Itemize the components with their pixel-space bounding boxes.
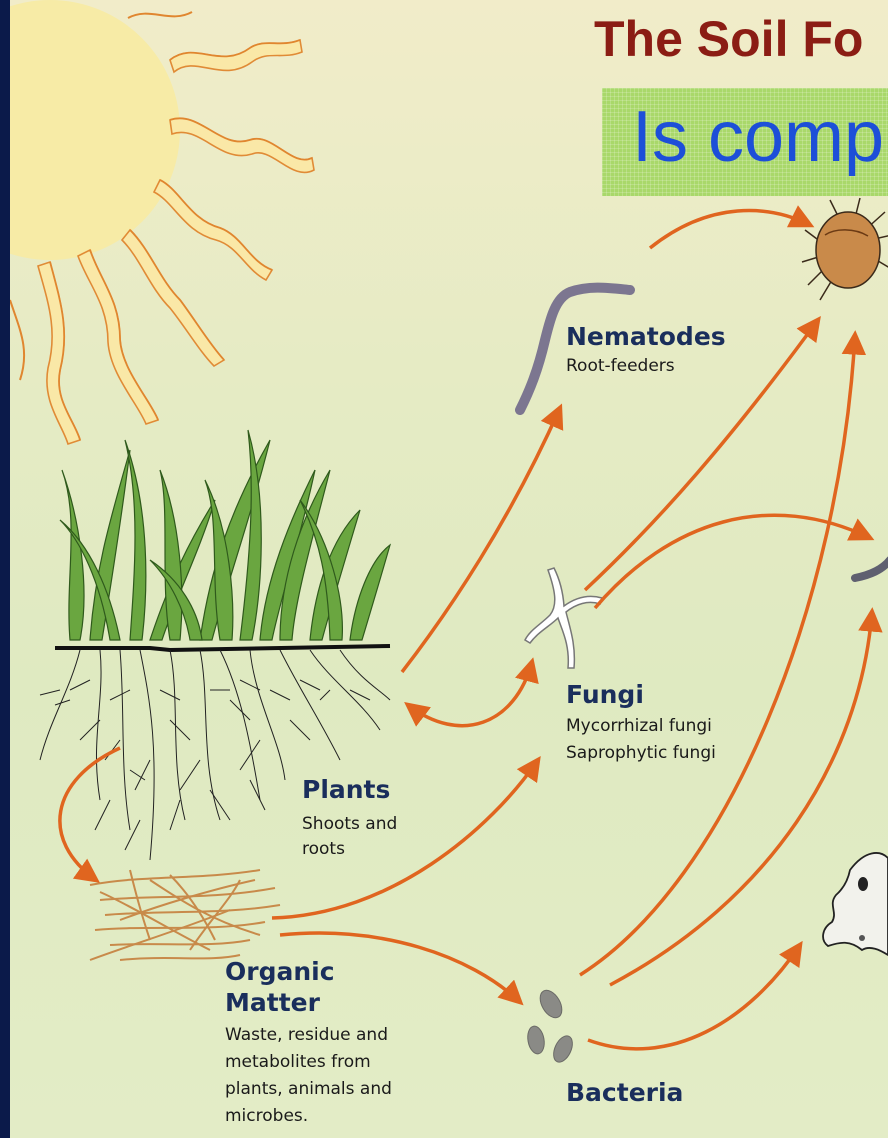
organic-matter-label-line-1: Organic bbox=[225, 957, 335, 987]
plants-label: Plants bbox=[302, 775, 390, 805]
plants-description-line-1: Shoots and bbox=[302, 813, 397, 835]
arrow-to-mite-top bbox=[650, 211, 810, 248]
arrow-bacteria-to-protozoa bbox=[588, 945, 800, 1049]
arrow-bacteria-to-mite bbox=[580, 335, 855, 975]
organic-matter-description-line-3: plants, animals and bbox=[225, 1078, 392, 1100]
mite-predator bbox=[802, 198, 888, 300]
nematodes-description: Root-feeders bbox=[566, 355, 675, 377]
fungi-description-line-1: Mycorrhizal fungi bbox=[566, 715, 712, 737]
organic-matter-label-line-2: Matter bbox=[225, 988, 320, 1018]
nematodes-label: Nematodes bbox=[566, 322, 726, 352]
organic-matter-description-line-4: microbes. bbox=[225, 1105, 308, 1127]
arrow-plants-fungi bbox=[408, 662, 532, 726]
plants-description-line-2: roots bbox=[302, 838, 345, 860]
organic-matter-description-line-2: metabolites from bbox=[225, 1051, 371, 1073]
bacteria-label: Bacteria bbox=[566, 1078, 683, 1108]
fungi-label: Fungi bbox=[566, 680, 644, 710]
protozoa-amoeba bbox=[823, 853, 888, 955]
food-web-arrows bbox=[60, 211, 872, 1049]
arrow-plants-to-organic bbox=[60, 748, 120, 880]
soil-surface-line bbox=[55, 646, 390, 650]
fungi-description-line-2: Saprophytic fungi bbox=[566, 742, 716, 764]
organic-matter-pile bbox=[90, 870, 280, 960]
bacteria-cells bbox=[526, 987, 576, 1066]
predatory-nematode-worm bbox=[855, 560, 888, 578]
grass-shoots bbox=[60, 430, 390, 640]
soil-food-web-diagram: The Soil Fo Is comp bbox=[10, 0, 888, 1138]
food-web-illustrations bbox=[10, 0, 888, 1138]
organic-matter-description-line-1: Waste, residue and bbox=[225, 1024, 388, 1046]
